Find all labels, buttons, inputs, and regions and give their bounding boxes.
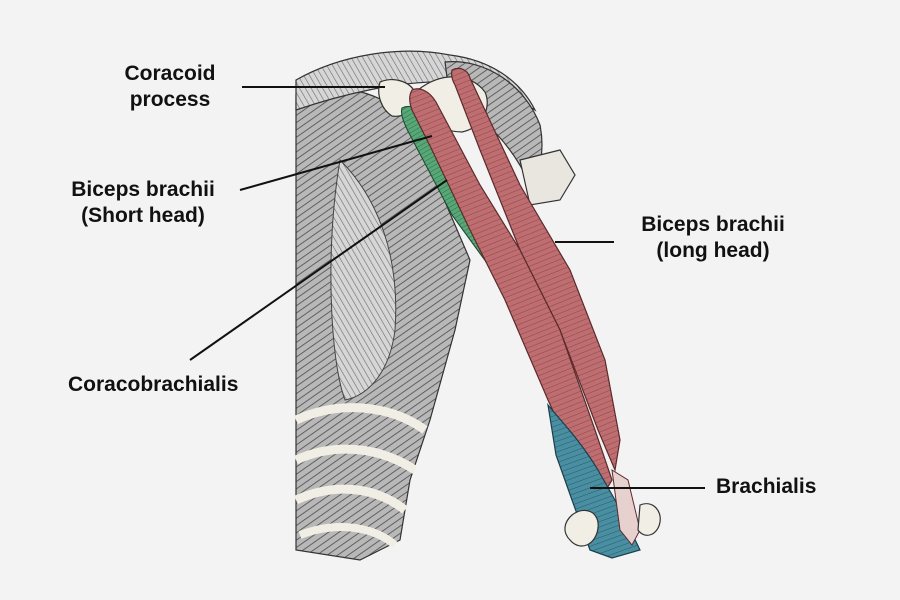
label-biceps-short-head: Biceps brachii (Short head)	[58, 177, 228, 229]
tendon-stump	[519, 149, 576, 206]
rib-4	[298, 523, 398, 549]
label-coracoid-process: Coracoid process	[100, 61, 240, 113]
label-brachialis: Brachialis	[716, 474, 816, 500]
brachialis-muscle	[547, 402, 641, 559]
rib-1	[294, 403, 428, 434]
label-biceps-short-line1: Biceps brachii	[71, 178, 215, 201]
leader-lines	[189, 86, 705, 489]
humerus-lateral-epicondyle	[564, 509, 599, 547]
label-coracobrachialis-text: Coracobrachialis	[68, 373, 239, 396]
leader-line-biceps-short	[239, 135, 433, 191]
rib-3	[294, 484, 408, 514]
label-coracoid-line1: Coracoid	[124, 62, 216, 85]
label-brachialis-text: Brachialis	[716, 475, 817, 498]
label-biceps-long-line1: Biceps brachii	[641, 213, 785, 236]
label-biceps-long-line2: (long head)	[656, 239, 770, 262]
label-biceps-short-line2: (Short head)	[81, 204, 205, 227]
humerus-medial-epicondyle	[637, 503, 661, 536]
label-biceps-long-head: Biceps brachii (long head)	[628, 212, 798, 264]
leader-line-coracobrachialis	[189, 179, 448, 361]
ribcage-chest	[294, 87, 471, 561]
biceps-long-head	[451, 67, 621, 473]
rib-2	[294, 444, 418, 474]
label-coracoid-line2: process	[129, 88, 211, 111]
serratus-region	[330, 158, 397, 401]
elbow-bones	[564, 503, 661, 547]
label-coracobrachialis: Coracobrachialis	[68, 372, 238, 398]
